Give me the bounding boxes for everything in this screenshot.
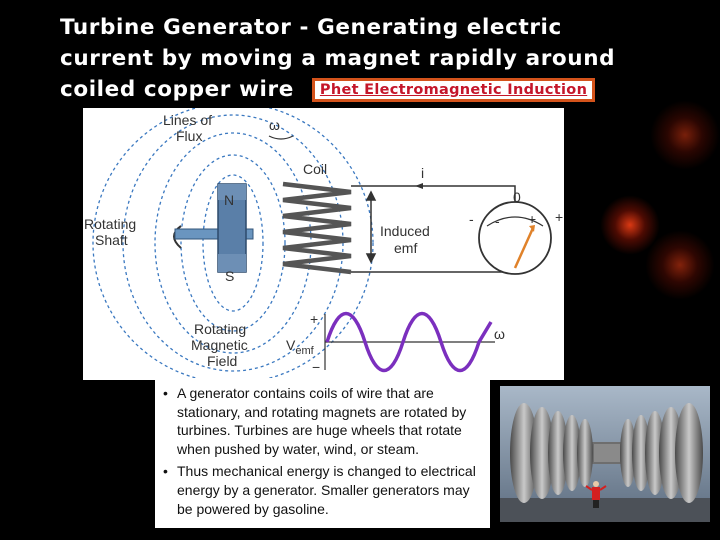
omega-top-label: ω bbox=[269, 117, 280, 133]
bullet-item: A generator contains coils of wire that … bbox=[163, 384, 484, 458]
plot-plus-label: + bbox=[310, 311, 318, 327]
title-line: coiled copper wire Phet Electromagnetic I… bbox=[60, 74, 680, 105]
south-label: S bbox=[225, 268, 234, 284]
bullet-panel: A generator contains coils of wire that … bbox=[155, 378, 490, 528]
bullet-item: Thus mechanical energy is changed to ele… bbox=[163, 462, 484, 518]
turbine-rotor bbox=[510, 403, 703, 503]
coil-label: Coil bbox=[303, 161, 327, 177]
emf-waveform bbox=[325, 311, 493, 373]
generator-diagram-svg: N S 0 - + - + Lines of Flux ω Coi bbox=[84, 108, 563, 380]
omega-plot-label: ω bbox=[494, 326, 505, 342]
turbine-photo bbox=[500, 386, 710, 522]
title-line-text: coiled copper wire bbox=[60, 77, 294, 102]
background-glow bbox=[645, 230, 715, 300]
meter-needle-tip bbox=[529, 225, 535, 232]
background-glow bbox=[650, 100, 720, 170]
plot-minus-label: − bbox=[312, 359, 320, 375]
title-line: current by moving a magnet rapidly aroun… bbox=[60, 46, 616, 71]
lines-of-flux-label: Flux bbox=[176, 128, 202, 144]
rotating-field-label: Rotating bbox=[194, 321, 246, 337]
emf-arrow bbox=[365, 190, 377, 264]
current-arrow bbox=[415, 183, 423, 189]
meter-scale-plus-label: + bbox=[528, 211, 536, 227]
current-label: i bbox=[421, 165, 424, 181]
north-label: N bbox=[224, 192, 234, 208]
magnet-north-pole bbox=[218, 184, 246, 200]
slide-title: Turbine Generator - Generating electric … bbox=[60, 12, 680, 105]
rotating-shaft-label: Shaft bbox=[95, 232, 128, 248]
rotating-field-label: Magnetic bbox=[191, 337, 248, 353]
meter-scale-minus-label: - bbox=[495, 213, 500, 229]
rotating-shaft bbox=[174, 228, 254, 240]
bullet-list: A generator contains coils of wire that … bbox=[163, 384, 484, 518]
turbine-photo-svg bbox=[500, 386, 710, 522]
induced-emf-label: emf bbox=[394, 240, 417, 256]
magnet-south-pole bbox=[218, 254, 246, 272]
rotating-field-label: Field bbox=[207, 353, 237, 369]
meter-scale bbox=[486, 216, 544, 227]
meter-needle bbox=[513, 227, 535, 269]
meter-dial bbox=[478, 201, 552, 275]
coil bbox=[282, 181, 352, 275]
v-emf-label: Vemf bbox=[286, 337, 315, 357]
generator-diagram: N S 0 - + - + Lines of Flux ω Coi bbox=[83, 108, 564, 380]
title-line: Turbine Generator - Generating electric bbox=[60, 15, 562, 40]
rotating-shaft-label: Rotating bbox=[84, 216, 136, 232]
meter-plus-label: + bbox=[555, 209, 563, 225]
meter-minus-label: - bbox=[469, 211, 474, 227]
person-figure bbox=[585, 481, 607, 508]
shaft-rotation-arrow bbox=[173, 225, 182, 249]
lines-of-flux-label: Lines of bbox=[163, 112, 212, 128]
induced-emf-label: Induced bbox=[380, 223, 430, 239]
omega-rotation-arrow bbox=[268, 135, 294, 140]
phet-link[interactable]: Phet Electromagnetic Induction bbox=[311, 78, 596, 102]
meter-zero-label: 0 bbox=[513, 189, 521, 205]
